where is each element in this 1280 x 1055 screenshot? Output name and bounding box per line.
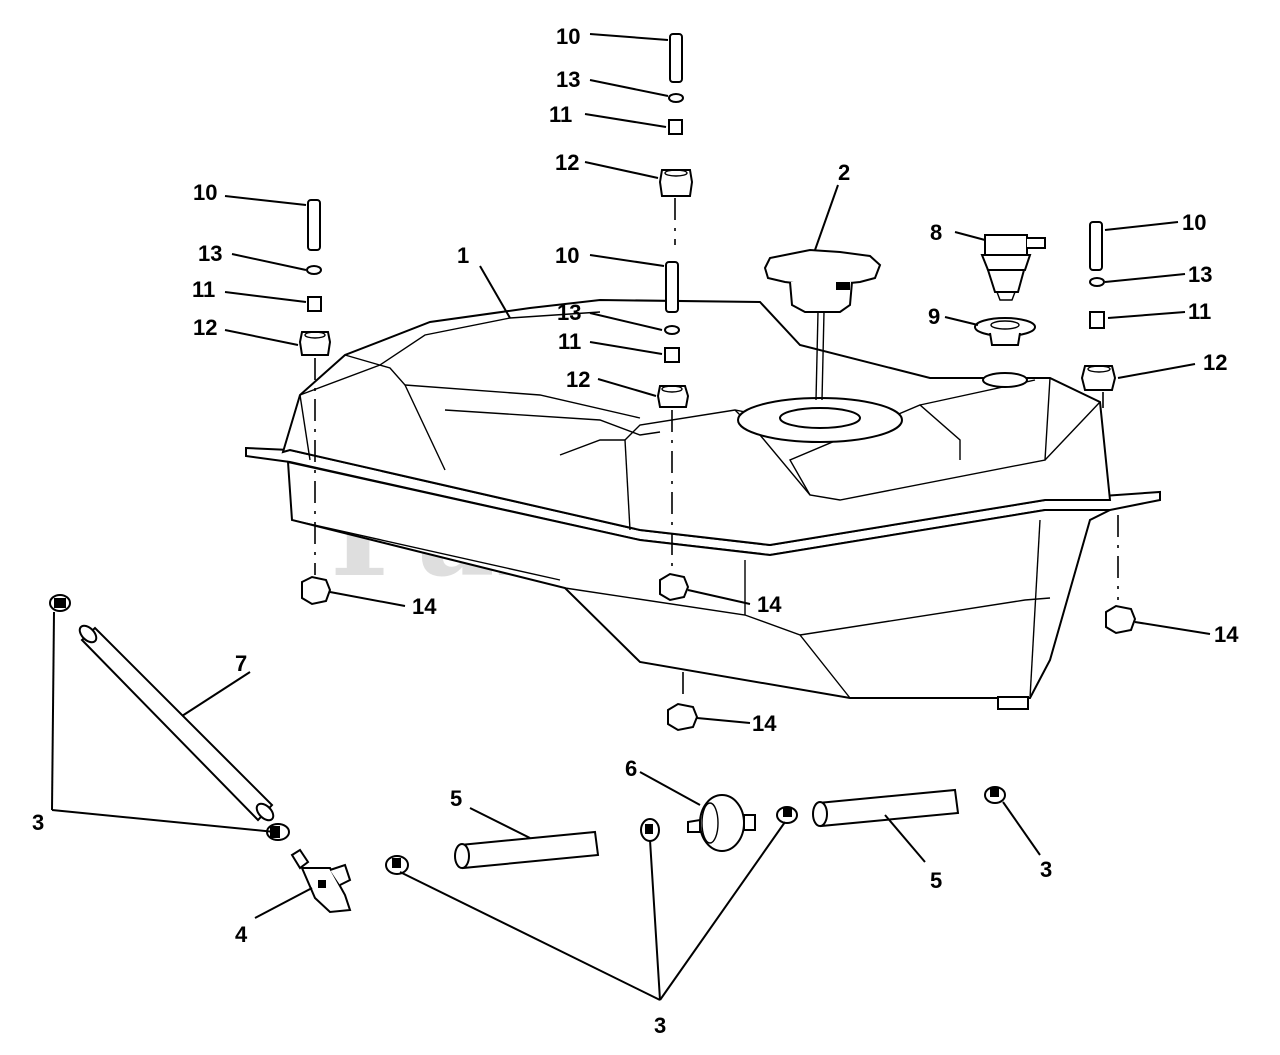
hose-clamp-center-left [385,855,409,875]
callout-4: 4 [235,922,248,947]
hose-clamp-center [640,818,660,842]
callout-3-left: 3 [32,810,44,835]
grommet [974,317,1036,346]
callout-12-center: 12 [566,367,590,392]
fuel-hose-7 [78,624,275,822]
hose-clamp-center-right [776,806,798,824]
callout-12-top: 12 [555,150,579,175]
fuel-hose-5-right [812,788,960,828]
callout-10-right: 10 [1182,210,1206,235]
shutoff-valve [290,848,352,914]
callout-13-left: 13 [198,241,222,266]
callout-13-top: 13 [556,67,580,92]
callout-2: 2 [838,160,850,185]
fuel-filter [687,794,756,852]
mount-stack-right [1080,221,1137,635]
callout-3-right: 3 [1040,857,1052,882]
callout-14-bottom: 14 [752,711,777,736]
callout-10-center: 10 [555,243,579,268]
mount-stack-left [298,199,332,606]
callout-14-right: 14 [1214,622,1239,647]
callout-11-right: 11 [1188,299,1211,324]
callout-5-right: 5 [930,868,942,893]
callout-10-top: 10 [556,24,580,49]
vent-valve [980,234,1046,301]
callout-10-left: 10 [193,180,217,205]
fuel-cap [763,248,882,401]
callout-12-right: 12 [1203,350,1227,375]
fuel-hose-5-left [454,830,600,870]
mount-stack-center [656,261,690,602]
callout-11-left: 11 [192,277,215,302]
callout-11-center: 11 [558,329,581,354]
callout-14-left: 14 [412,594,437,619]
callout-1: 1 [457,243,469,268]
mount-stack-center-top [658,33,694,245]
callout-7: 7 [235,651,247,676]
callout-6: 6 [625,756,637,781]
callout-5-left: 5 [450,786,462,811]
leader-lines [51,33,1211,1001]
callout-8: 8 [930,220,942,245]
callout-labels: 1 2 3 3 3 3 4 5 5 6 7 8 9 10 10 10 10 11… [32,24,1239,1038]
callout-11-top: 11 [549,102,572,127]
hose-clamp-top-left [49,594,71,612]
nut-bottom [667,672,699,732]
callout-9: 9 [928,304,940,329]
callout-3-bottom: 3 [654,1013,666,1038]
callout-12-left: 12 [193,315,217,340]
callout-14-center: 14 [757,592,782,617]
callout-13-right: 13 [1188,262,1212,287]
fuel-tank [245,298,1161,710]
hose-clamp-right [984,786,1006,804]
callout-13-center: 13 [557,300,581,325]
